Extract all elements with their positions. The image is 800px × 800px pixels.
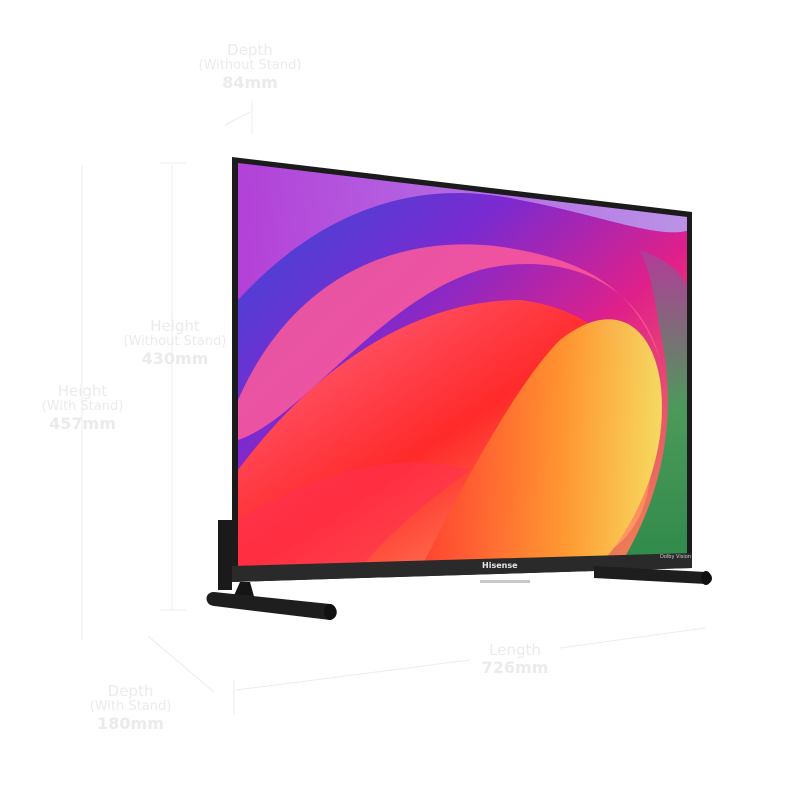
- dim-subtitle: (Without Stand): [123, 334, 227, 350]
- dim-value: 726mm: [481, 658, 549, 678]
- height-without-stand-label: Height (Without Stand) 430mm: [105, 317, 245, 369]
- dim-title: Height: [57, 382, 108, 400]
- dim-title: Length: [489, 641, 541, 659]
- dim-value: 430mm: [141, 349, 209, 369]
- dim-title: Height: [150, 317, 200, 335]
- height-with-stand-label: Height (With Stand) 457mm: [20, 382, 145, 434]
- tv-stand-right: [594, 566, 712, 585]
- dim-subtitle: (With Stand): [41, 399, 124, 415]
- depth-with-stand-label: Depth (With Stand) 180mm: [68, 682, 193, 734]
- stand-hinge: [480, 580, 530, 583]
- depth-without-stand-label: Depth (Without Stand) 84mm: [180, 41, 320, 93]
- dim-subtitle: (Without Stand): [198, 58, 302, 74]
- dim-value: 457mm: [49, 414, 116, 434]
- dim-title: Depth: [227, 41, 273, 59]
- dim-title: Depth: [107, 682, 154, 700]
- dim-value: 180mm: [97, 714, 164, 734]
- dim-value: 84mm: [222, 73, 278, 93]
- dolby-badge: Dolby Vision: [660, 554, 691, 560]
- bottom-bezel: [232, 553, 692, 582]
- tv-stand-left: [206, 582, 337, 620]
- dim-subtitle: (With Stand): [89, 699, 172, 715]
- stand-neck-left: [218, 520, 232, 590]
- brand-logo: Hisense: [482, 561, 518, 570]
- length-label: Length 726mm: [470, 641, 560, 678]
- tv-screen: [238, 163, 687, 570]
- dimension-guides: [81, 100, 706, 715]
